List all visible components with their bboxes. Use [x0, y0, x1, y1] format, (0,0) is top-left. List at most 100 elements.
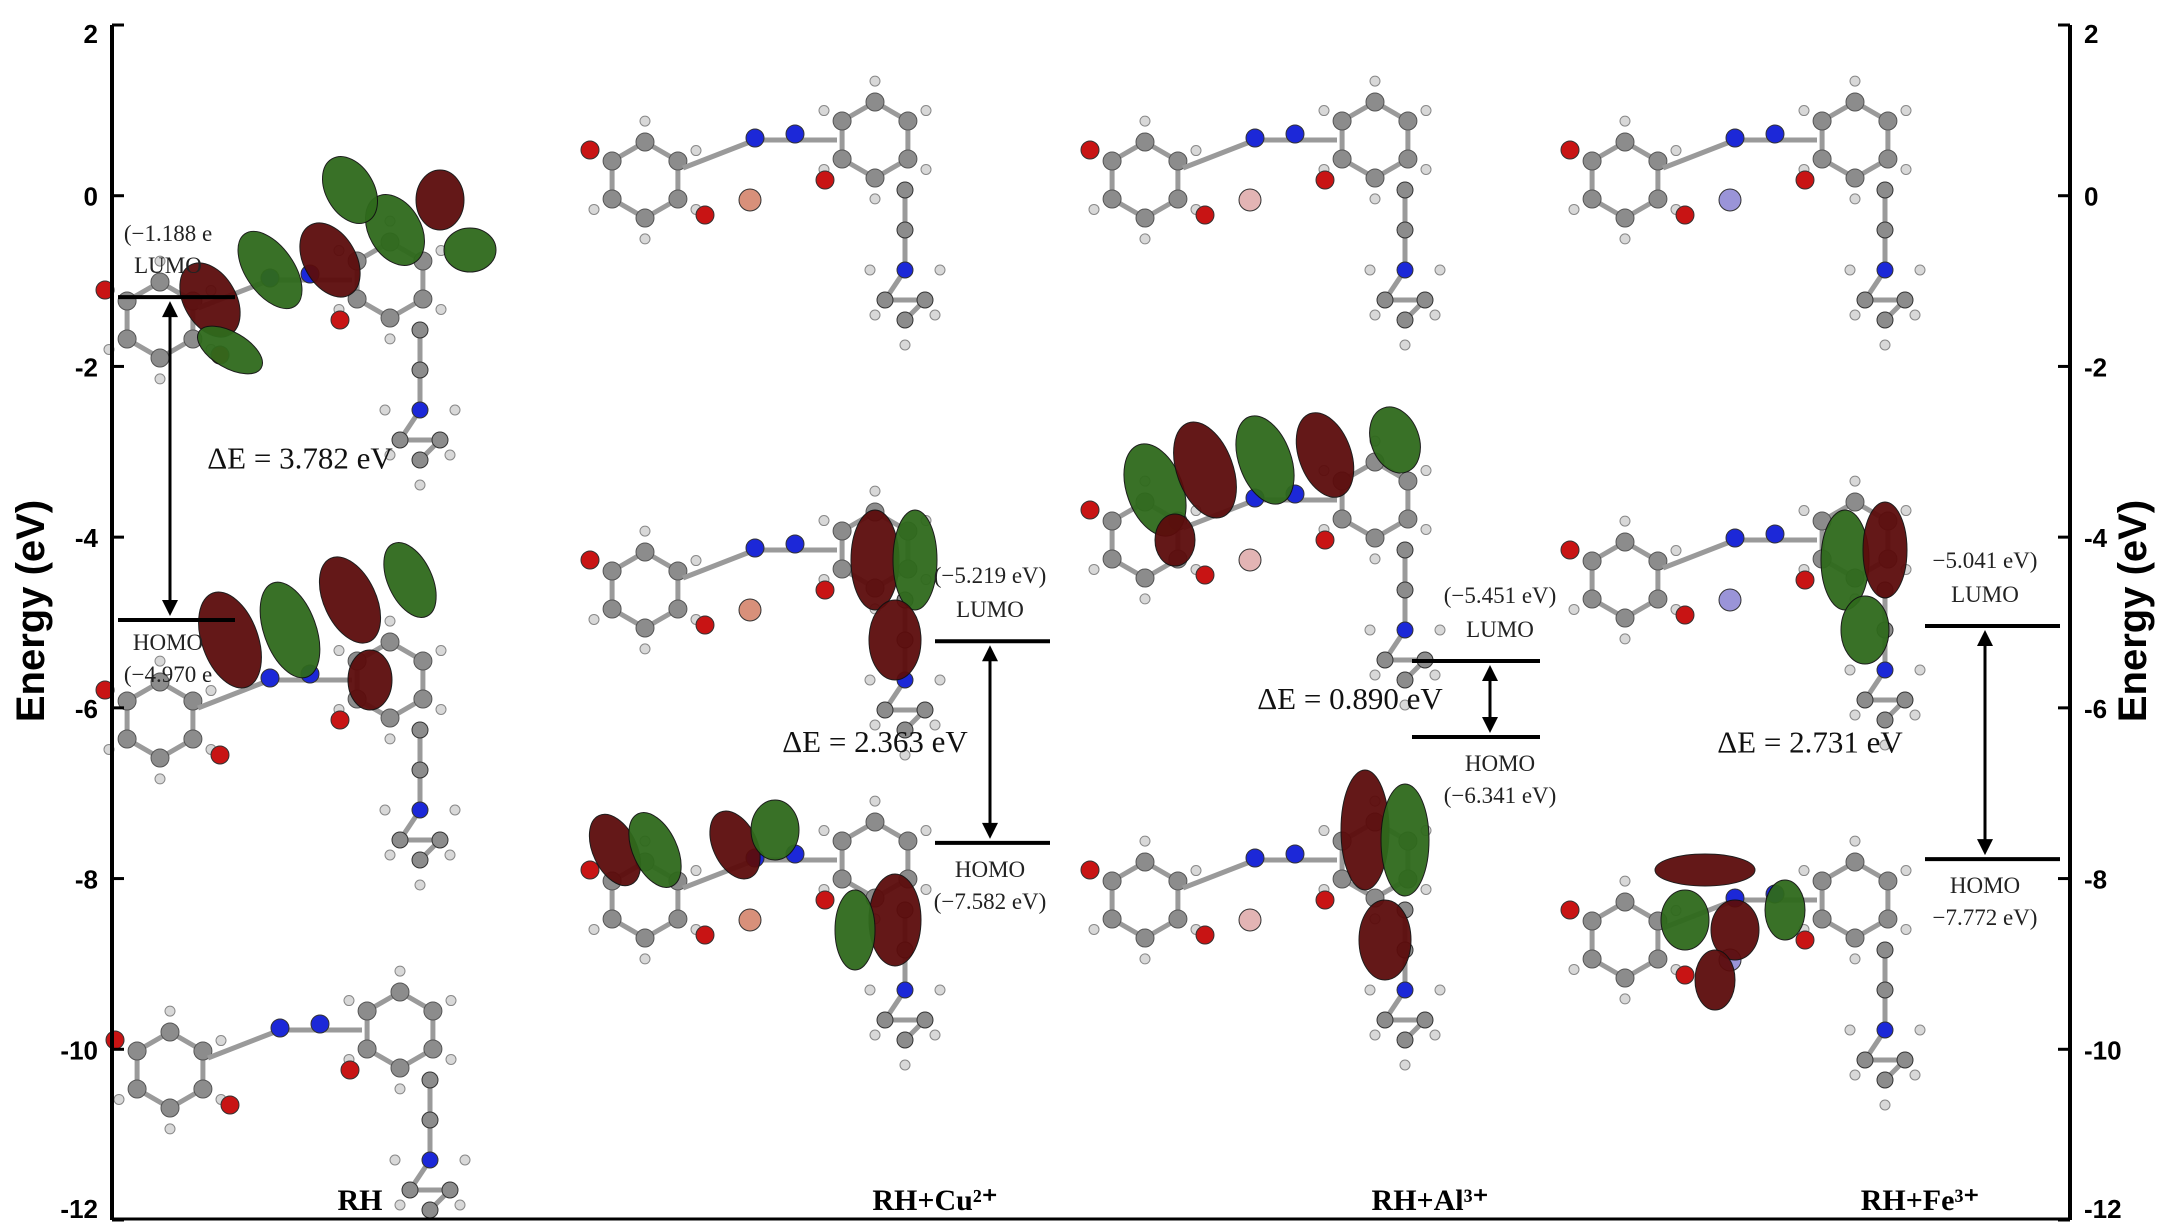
hydrogen-atom	[864, 264, 876, 276]
y-tick-label-left: -2	[75, 352, 98, 382]
y-tick-label-left: 2	[84, 19, 98, 49]
carbon-atom	[668, 189, 688, 209]
oxygen-atom	[210, 745, 230, 765]
carbon-atom	[1615, 132, 1635, 152]
carbon-atom	[1398, 111, 1418, 131]
oxygen-atom	[1195, 565, 1215, 585]
carbon-atom	[602, 189, 622, 209]
carbon-atom	[1812, 909, 1832, 929]
hydrogen-atom	[1849, 75, 1861, 87]
hydrogen-atom	[1798, 505, 1810, 517]
oxygen-atom	[815, 580, 835, 600]
carbon-atom	[183, 691, 203, 711]
carbon-atom	[411, 361, 429, 379]
oxygen-atom	[1675, 205, 1695, 225]
carbon-atom	[431, 431, 449, 449]
carbon-atom	[160, 1098, 180, 1118]
oxygen-atom	[1315, 530, 1335, 550]
carbon-atom	[347, 289, 367, 309]
homo-value-text: (−7.582 eV)	[934, 889, 1047, 914]
carbon-atom	[150, 672, 170, 692]
oxygen-atom	[580, 860, 600, 880]
hydrogen-atom	[690, 145, 702, 157]
carbon-atom	[183, 729, 203, 749]
hydrogen-atom	[459, 1154, 471, 1166]
nitrogen-atom	[1285, 844, 1305, 864]
carbon-atom	[390, 982, 410, 1002]
carbon-atom	[602, 599, 622, 619]
green-orbital-lobe	[750, 799, 800, 861]
carbon-atom	[193, 1079, 213, 1099]
nitrogen-atom	[745, 128, 765, 148]
molecular-orbital-illustrations	[95, 75, 1926, 1219]
carbon-atom	[1648, 949, 1668, 969]
hydrogen-atom	[1088, 563, 1100, 575]
hydrogen-atom	[1139, 115, 1151, 127]
green-orbital-lobe	[443, 227, 497, 273]
hydrogen-atom	[384, 733, 396, 745]
metal-atom	[1718, 188, 1742, 212]
red-orbital-lobe	[1694, 949, 1736, 1011]
hydrogen-atom	[1798, 865, 1810, 877]
carbon-atom	[150, 348, 170, 368]
hydrogen-atom	[1844, 1024, 1856, 1036]
y-tick-label-left: -6	[75, 694, 98, 724]
hydrogen-atom	[1849, 835, 1861, 847]
hydrogen-atom	[1420, 163, 1432, 175]
nitrogen-atom	[785, 124, 805, 144]
carbon-atom	[391, 431, 409, 449]
oxygen-atom	[1315, 170, 1335, 190]
carbon-atom	[1102, 189, 1122, 209]
carbon-atom	[1878, 909, 1898, 929]
hydrogen-atom	[1914, 1024, 1926, 1036]
hydrogen-atom	[1849, 309, 1861, 321]
carbon-atom	[1396, 541, 1414, 559]
red-orbital-lobe	[1358, 899, 1412, 981]
nitrogen-atom	[1245, 848, 1265, 868]
carbon-atom	[1876, 181, 1894, 199]
oxygen-atom	[1080, 500, 1100, 520]
carbon-atom	[876, 291, 894, 309]
hydrogen-atom	[1420, 465, 1432, 477]
carbon-atom	[832, 521, 852, 541]
hydrogen-atom	[864, 674, 876, 686]
hydrogen-atom	[869, 193, 881, 205]
red-orbital-lobe	[868, 599, 922, 681]
hydrogen-atom	[215, 1035, 227, 1047]
carbon-atom	[1876, 1071, 1894, 1089]
carbon-atom	[1365, 92, 1385, 112]
hydrogen-atom	[1849, 193, 1861, 205]
hydrogen-atom	[384, 333, 396, 345]
carbon-atom	[423, 1001, 443, 1021]
oxygen-atom	[1080, 140, 1100, 160]
green-orbital-lobe	[1764, 879, 1806, 941]
carbon-atom	[876, 1011, 894, 1029]
hydrogen-atom	[1364, 624, 1376, 636]
red-orbital-lobe	[1295, 412, 1355, 498]
green-orbital-lobe	[834, 889, 876, 971]
hydrogen-atom	[818, 515, 830, 527]
energy-gap-label: ΔE = 3.782 eV	[207, 441, 393, 476]
orbital-lobes	[850, 509, 938, 681]
red-orbital-lobe	[1862, 501, 1908, 599]
carbon-atom	[391, 831, 409, 849]
hydrogen-atom	[934, 674, 946, 686]
carbon-atom	[193, 1041, 213, 1061]
carbon-atom	[916, 1011, 934, 1029]
carbon-atom	[1396, 671, 1414, 689]
hydrogen-atom	[1849, 475, 1861, 487]
metal-atom	[1238, 548, 1262, 572]
hydrogen-atom	[379, 404, 391, 416]
oxygen-atom	[330, 310, 350, 330]
hydrogen-atom	[929, 309, 941, 321]
carbon-atom	[1876, 711, 1894, 729]
nitrogen-atom	[1876, 261, 1894, 279]
carbon-atom	[1648, 551, 1668, 571]
carbon-atom	[1648, 189, 1668, 209]
carbon-atom	[413, 651, 433, 671]
carbon-atom	[150, 748, 170, 768]
hydrogen-atom	[1369, 309, 1381, 321]
hydrogen-atom	[1369, 75, 1381, 87]
carbon-atom	[832, 149, 852, 169]
